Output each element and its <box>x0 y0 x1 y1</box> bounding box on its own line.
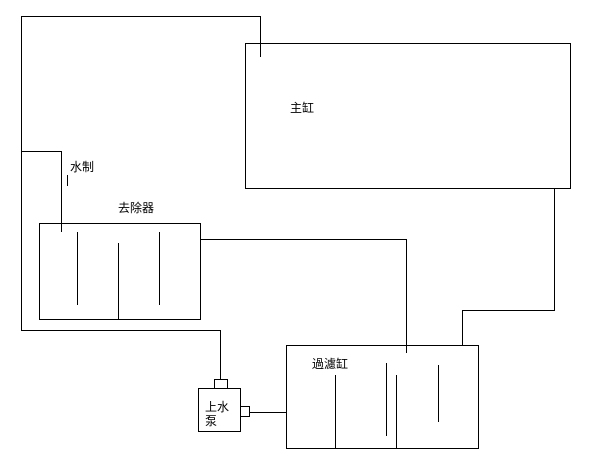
valve-branch-pipe <box>21 151 62 232</box>
main-tank-label: 主缸 <box>290 100 314 115</box>
skimmer-to-sump-pipe <box>200 239 407 353</box>
sump-box <box>286 345 479 449</box>
pump-label-line1: 上水 <box>205 400 229 414</box>
valve-label: 水制 <box>70 160 94 174</box>
sump-label: 過濾缸 <box>312 356 348 371</box>
sump-return-pipe <box>462 188 555 346</box>
overflow-pipe <box>21 16 261 379</box>
pump-side-port <box>240 406 250 417</box>
skimmer-label: 去除器 <box>118 200 154 215</box>
main-tank-box <box>245 43 571 189</box>
pump-top-port <box>214 379 228 389</box>
pump-label-line2: 泵 <box>205 414 217 428</box>
skimmer-box <box>39 223 201 320</box>
